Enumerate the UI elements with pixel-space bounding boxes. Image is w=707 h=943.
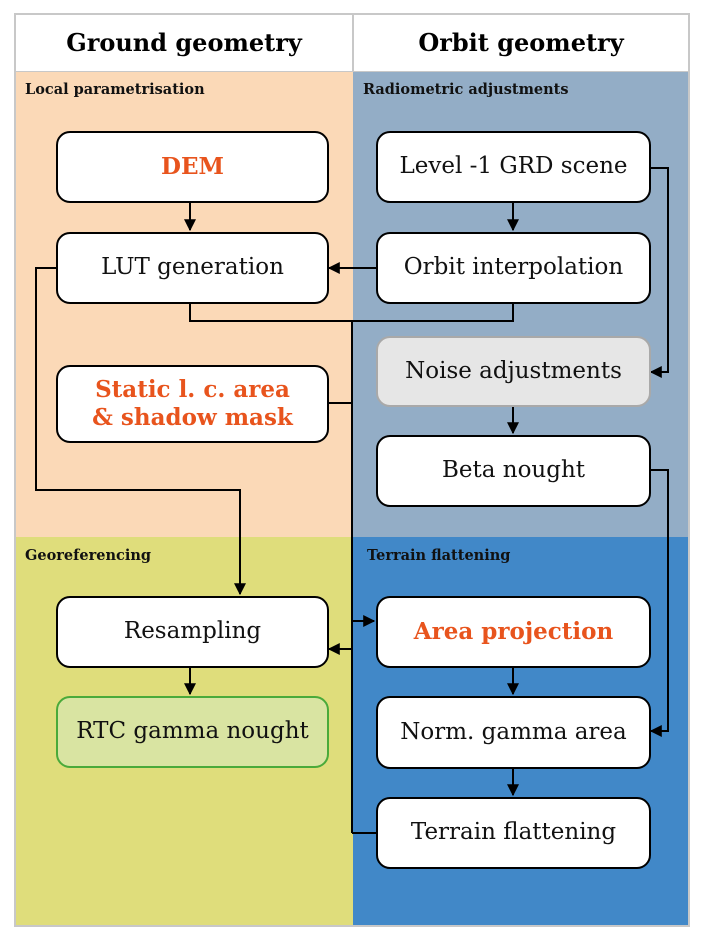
box-static-area-shadow: Static l. c. area & shadow mask: [56, 365, 329, 443]
box-level1-grd: Level -1 GRD scene: [376, 131, 651, 203]
box-norm-gamma-area: Norm. gamma area: [376, 696, 651, 769]
header-divider: [16, 71, 688, 72]
box-area-projection: Area projection: [376, 596, 651, 668]
box-resampling: Resampling: [56, 596, 329, 668]
section-label-local: Local parametrisation: [25, 81, 205, 98]
box-dem-label: DEM: [161, 153, 224, 181]
box-noise-adjustments: Noise adjustments: [376, 336, 651, 407]
box-noise-label: Noise adjustments: [405, 357, 622, 384]
box-dem: DEM: [56, 131, 329, 203]
box-orbit-interpolation: Orbit interpolation: [376, 232, 651, 304]
box-level1-label: Level -1 GRD scene: [399, 153, 628, 180]
box-static-line2: & shadow mask: [92, 404, 293, 431]
box-area-label: Area projection: [413, 618, 614, 646]
box-lut-label: LUT generation: [101, 254, 284, 281]
column-divider: [352, 14, 354, 72]
box-orbit-label: Orbit interpolation: [403, 254, 624, 281]
box-flatten-label: Terrain flattening: [410, 819, 617, 846]
section-label-georef: Georeferencing: [25, 547, 152, 564]
column-header-ground: Ground geometry: [66, 27, 302, 57]
box-static-line1: Static l. c. area: [95, 376, 290, 404]
section-label-terrain: Terrain flattening: [367, 547, 511, 564]
box-beta-nought: Beta nought: [376, 435, 651, 507]
box-beta-label: Beta nought: [441, 457, 586, 484]
section-label-radiometric: Radiometric adjustments: [363, 81, 569, 98]
box-norm-label: Norm. gamma area: [400, 718, 627, 745]
box-rtc-label: RTC gamma nought: [76, 718, 309, 745]
box-lut-generation: LUT generation: [56, 232, 329, 304]
box-rtc-gamma-nought: RTC gamma nought: [56, 696, 329, 768]
box-resampling-label: Resampling: [123, 618, 262, 645]
column-header-orbit: Orbit geometry: [418, 27, 624, 57]
box-terrain-flattening: Terrain flattening: [376, 797, 651, 869]
